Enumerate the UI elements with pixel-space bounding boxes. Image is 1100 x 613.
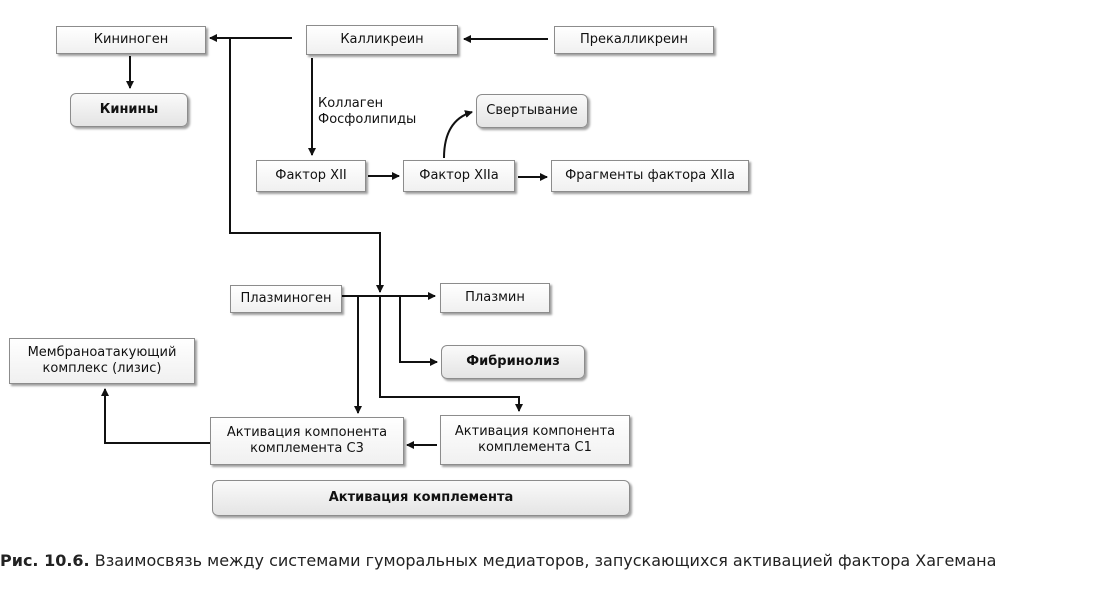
plasmin-label: Плазмин bbox=[465, 290, 525, 305]
plasminogen-box: Плазминоген bbox=[230, 285, 342, 313]
arrow-c3-to-mac bbox=[101, 388, 210, 444]
factor-xiia-fragments-box: Фрагменты фактора XIIa bbox=[551, 160, 749, 192]
mac-label-line2: комплекс (лизис) bbox=[42, 361, 162, 376]
mac-box: Мембраноатакующий комплекс (лизис) bbox=[9, 338, 195, 384]
factor-xii-box: Фактор XII bbox=[256, 160, 366, 192]
phospholipids-label: Фосфолипиды bbox=[318, 112, 417, 127]
c3-label-line2: комплемента С3 bbox=[250, 441, 364, 456]
c1-activation-box: Активация компонента комплемента С1 bbox=[440, 415, 630, 465]
c3-label-line1: Активация компонента bbox=[226, 425, 388, 440]
kinins-label: Кинины bbox=[99, 102, 159, 117]
clotting-label: Свертывание bbox=[486, 103, 578, 118]
c3-activation-box: Активация компонента комплемента С3 bbox=[210, 417, 404, 465]
plasminogen-label: Плазминоген bbox=[240, 291, 332, 306]
factor-xii-label: Фактор XII bbox=[275, 168, 347, 183]
kinins-box: Кинины bbox=[70, 93, 188, 127]
arrow-factor-xiia-to-clotting bbox=[443, 110, 473, 159]
complement-activation-label: Активация комплемента bbox=[328, 490, 514, 505]
factor-xiia-label: Фактор XIIa bbox=[419, 168, 499, 183]
kallikrein-box: Калликреин bbox=[306, 25, 458, 55]
mac-label-line1: Мембраноатакующий bbox=[27, 345, 177, 360]
fibrinolysis-box: Фибринолиз bbox=[441, 345, 585, 379]
factor-xiia-box: Фактор XIIa bbox=[403, 160, 515, 192]
complement-activation-box: Активация комплемента bbox=[212, 480, 630, 516]
clotting-box: Свертывание bbox=[476, 94, 588, 128]
kininogen-label: Кининоген bbox=[93, 32, 169, 47]
plasmin-box: Плазмин bbox=[440, 283, 550, 313]
arrow-to-c1 bbox=[379, 296, 523, 412]
c1-label-line2: комплемента С1 bbox=[478, 440, 592, 455]
connectors bbox=[101, 34, 548, 449]
arrow-to-fibrinolysis bbox=[399, 296, 438, 366]
prekallikrein-label: Прекалликреин bbox=[580, 32, 688, 47]
caption-lead: Рис. 10.6. bbox=[0, 551, 90, 570]
line-kallikrein-to-plasmin-path bbox=[229, 38, 384, 293]
prekallikrein-box: Прекалликреин bbox=[554, 26, 714, 54]
kininogen-box: Кининоген bbox=[56, 26, 206, 54]
fibrinolysis-label: Фибринолиз bbox=[466, 354, 560, 369]
kallikrein-label: Калликреин bbox=[340, 32, 424, 47]
collagen-label: Коллаген bbox=[318, 96, 384, 111]
caption-text: Взаимосвязь между системами гуморальных … bbox=[89, 551, 997, 570]
factor-xiia-fragments-label: Фрагменты фактора XIIa bbox=[565, 168, 735, 183]
c1-label-line1: Активация компонента bbox=[454, 424, 616, 439]
figure-caption: Рис. 10.6. Взаимосвязь между системами г… bbox=[0, 546, 1098, 576]
